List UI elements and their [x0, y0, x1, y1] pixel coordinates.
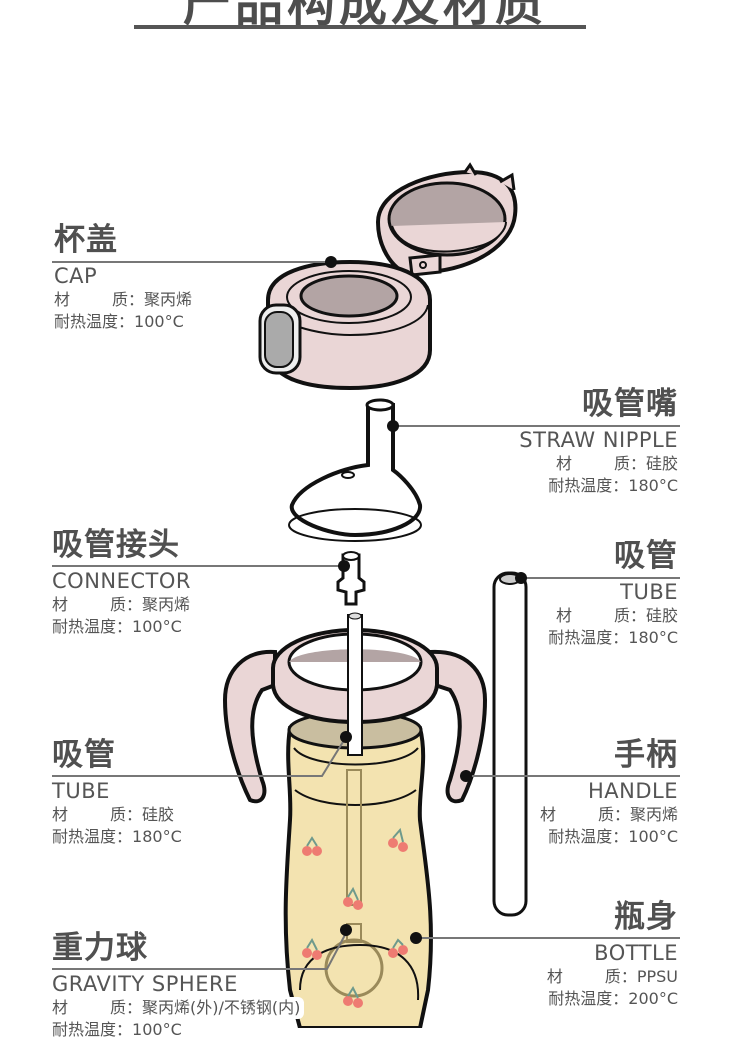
heat-row: 耐热温度：200°C [548, 989, 678, 1008]
straw-nipple-illustration [288, 398, 422, 542]
part-name-en: TUBE [620, 580, 678, 604]
tube-right-dot [515, 572, 527, 584]
bottle-dot [410, 932, 422, 944]
connector-dot [338, 560, 350, 572]
material-row: 材 质：硅胶 [52, 805, 175, 824]
heat-row: 耐热温度：100°C [548, 827, 678, 846]
part-name-en: BOTTLE [594, 941, 678, 965]
part-name-en: CONNECTOR [52, 569, 191, 593]
material-row: 材 质：PPSU [546, 967, 678, 986]
part-name-cn: 杯盖 [54, 222, 118, 258]
tube-left-dot [340, 731, 352, 743]
handle-dot [460, 770, 472, 782]
heat-row: 耐热温度：180°C [548, 476, 678, 495]
part-name-en: HANDLE [587, 779, 678, 803]
leader-lines [52, 261, 680, 970]
part-name-cn: 瓶身 [614, 899, 678, 935]
label-tube-left: 吸管 TUBE 材 质：硅胶 耐热温度：180°C [52, 737, 182, 848]
label-tube-right: 吸管 TUBE 材 质：硅胶 耐热温度：180°C [548, 538, 678, 649]
material-row: 材 质：聚丙烯 [54, 290, 193, 309]
part-name-cn: 手柄 [614, 737, 678, 773]
part-name-cn: 吸管嘴 [582, 386, 678, 422]
tube-right-illustration [492, 571, 528, 917]
material-row: 材 质：聚丙烯 [52, 595, 191, 614]
label-handle: 手柄 HANDLE 材 质：聚丙烯 耐热温度：100°C [540, 737, 678, 848]
straw-nipple-dot [387, 420, 399, 432]
heat-row: 耐热温度：100°C [52, 617, 182, 636]
part-name-cn: 吸管接头 [52, 527, 180, 563]
part-name-cn: 吸管 [52, 737, 116, 773]
label-gravity-sphere: 重力球 GRAVITY SPHERE 材 质：聚丙烯(外)/不锈钢(内) 耐热温… [52, 930, 305, 1041]
part-name-en: STRAW NIPPLE [519, 428, 678, 452]
cap-dot [325, 256, 337, 268]
label-bottle: 瓶身 BOTTLE 材 质：PPSU 耐热温度：200°C [547, 899, 678, 1010]
label-connector: 吸管接头 CONNECTOR 材 质：聚丙烯 耐热温度：100°C [52, 527, 191, 638]
material-row: 材 质：硅胶 [555, 454, 678, 473]
material-row: 材 质：硅胶 [555, 606, 678, 625]
title-underline [134, 25, 586, 29]
gravity-sphere-dot [340, 924, 352, 936]
label-straw-nipple: 吸管嘴 STRAW NIPPLE 材 质：硅胶 耐热温度：180°C [519, 386, 678, 497]
heat-row: 耐热温度：180°C [548, 628, 678, 647]
part-name-en: TUBE [52, 779, 110, 803]
heat-row: 耐热温度：100°C [52, 1020, 182, 1039]
part-name-cn: 重力球 [52, 930, 148, 966]
heat-row: 耐热温度：100°C [54, 312, 184, 331]
material-row: 材 质：聚丙烯(外)/不锈钢(内) [52, 997, 305, 1019]
material-row: 材 质：聚丙烯 [539, 805, 678, 824]
part-name-en: CAP [54, 264, 98, 288]
heat-row: 耐热温度：180°C [52, 827, 182, 846]
bottle-illustration [283, 710, 433, 1028]
handle-illustration [222, 612, 488, 804]
cap-illustration [258, 162, 518, 391]
label-cap: 杯盖 CAP 材 质：聚丙烯 耐热温度：100°C [54, 222, 192, 333]
connector-illustration [336, 551, 366, 606]
part-name-en: GRAVITY SPHERE [52, 972, 238, 996]
part-name-cn: 吸管 [614, 538, 678, 574]
